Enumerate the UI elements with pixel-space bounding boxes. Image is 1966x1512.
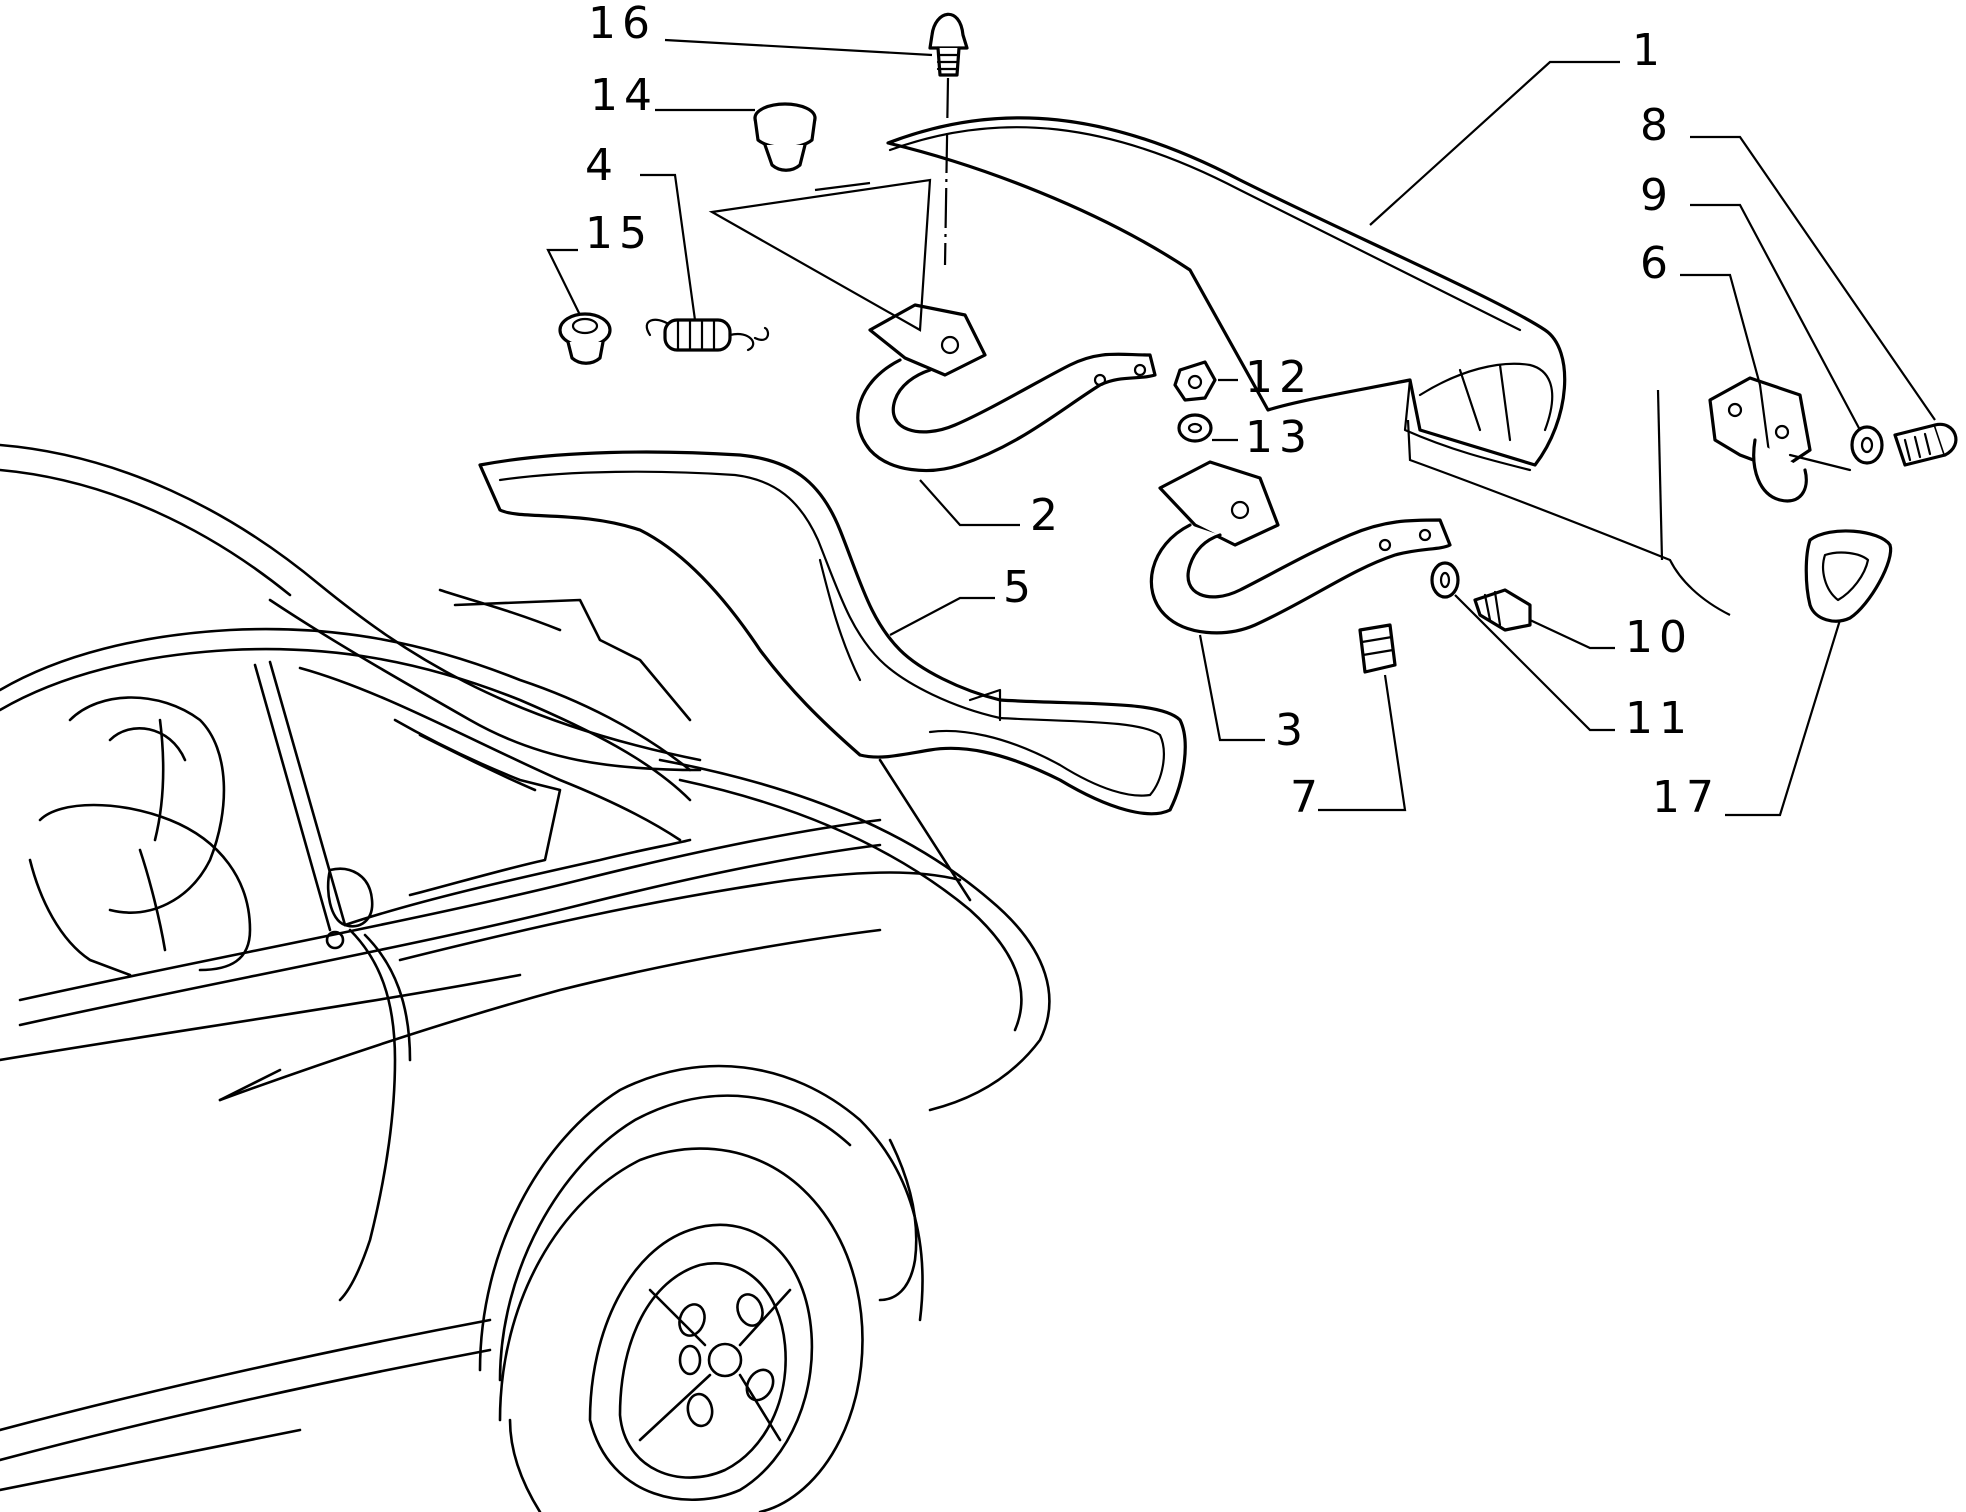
buffer-part-7 bbox=[1358, 623, 1397, 674]
screw-part-10 bbox=[1473, 588, 1532, 632]
bumper-pad-part-17 bbox=[1804, 529, 1893, 623]
callout-labels: 1 2 3 4 5 6 7 8 9 10 11 12 13 14 15 16 1… bbox=[585, 0, 1720, 823]
callout-15: 15 bbox=[585, 208, 653, 259]
rubber-stop-part-14 bbox=[753, 102, 817, 172]
callout-10: 10 bbox=[1625, 612, 1693, 663]
spring-part-4 bbox=[645, 318, 770, 352]
callout-6: 6 bbox=[1640, 238, 1674, 289]
leader-lines bbox=[546, 38, 1936, 817]
callout-13: 13 bbox=[1245, 412, 1313, 463]
washer-part-13 bbox=[1177, 413, 1213, 443]
callout-2: 2 bbox=[1030, 490, 1064, 541]
callout-1: 1 bbox=[1632, 25, 1666, 76]
callout-11: 11 bbox=[1625, 693, 1693, 744]
callout-8: 8 bbox=[1640, 100, 1674, 151]
callout-9: 9 bbox=[1640, 170, 1674, 221]
callout-12: 12 bbox=[1245, 352, 1313, 403]
callout-3: 3 bbox=[1275, 705, 1309, 756]
grommet-part-15 bbox=[558, 312, 612, 365]
callout-7: 7 bbox=[1290, 772, 1324, 823]
callout-17: 17 bbox=[1652, 772, 1720, 823]
callout-4: 4 bbox=[585, 140, 619, 191]
callout-5: 5 bbox=[1003, 562, 1037, 613]
hinge-left-part-2 bbox=[856, 303, 1157, 473]
stud-part-16 bbox=[928, 12, 969, 77]
boot-lid-part-1 bbox=[886, 116, 1567, 472]
bolt-part-8 bbox=[1893, 422, 1958, 467]
car-body bbox=[0, 443, 1051, 1512]
nut-part-12 bbox=[1173, 360, 1217, 402]
callout-16: 16 bbox=[588, 0, 656, 49]
washer-part-9 bbox=[1850, 425, 1884, 465]
callout-14: 14 bbox=[590, 70, 658, 121]
latch-bracket-part-6 bbox=[1708, 376, 1852, 503]
seal-part-5 bbox=[478, 450, 1187, 816]
hinge-right-part-3 bbox=[1149, 460, 1452, 635]
washer-part-11 bbox=[1430, 561, 1460, 599]
